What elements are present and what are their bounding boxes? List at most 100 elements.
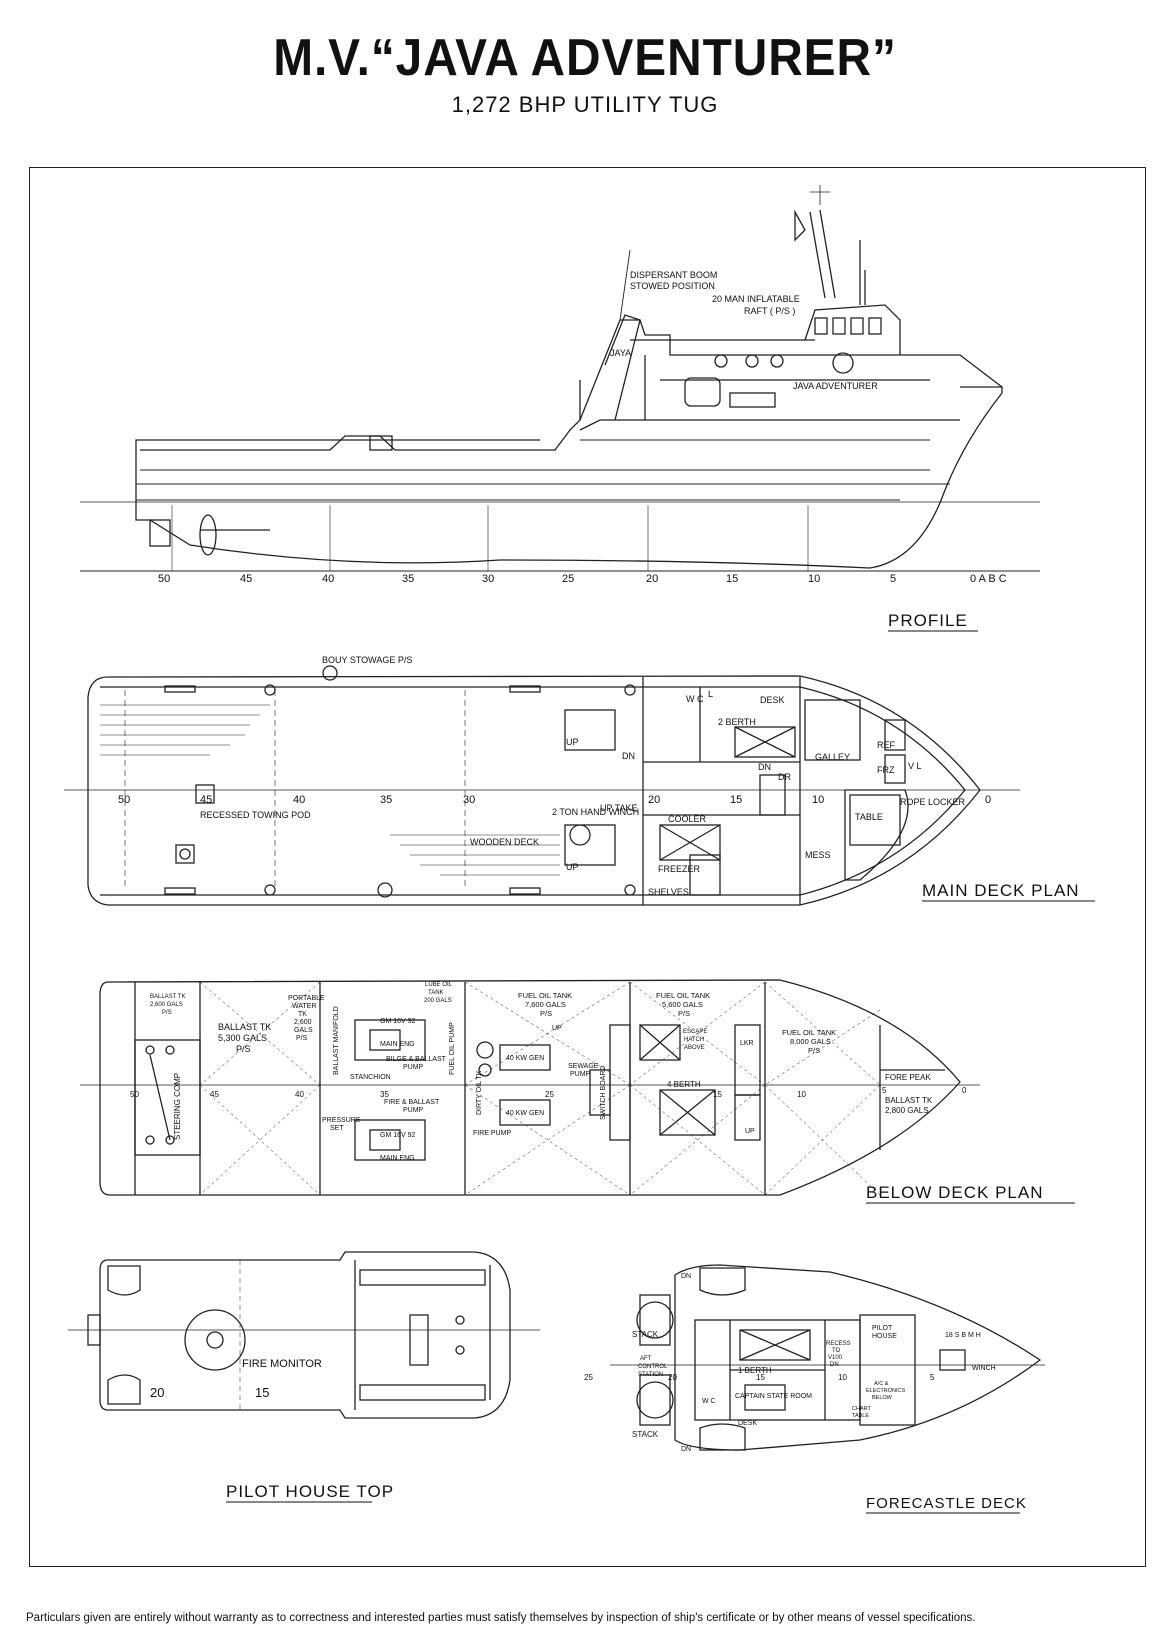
- fc-label: CONTROL: [638, 1364, 668, 1370]
- fc-label: ELECTRONICS: [866, 1388, 905, 1394]
- fc-label: WINCH: [972, 1365, 996, 1372]
- main-frame: 30: [463, 794, 475, 806]
- main-label: WOODEN DECK: [470, 837, 539, 847]
- forecastle-drawing: [610, 1264, 1045, 1451]
- main-label: UP TAKE: [600, 803, 638, 813]
- below-label: GALS: [294, 1027, 313, 1034]
- fc-label: RECESS: [826, 1341, 851, 1347]
- disclaimer-footer: Particulars given are entirely without w…: [26, 1612, 976, 1624]
- below-label: FUEL OIL PUMP: [449, 1022, 456, 1075]
- fc-label: CHART: [852, 1406, 871, 1412]
- pilot-house-text: FIRE MONITOR 20 15 PILOT HOUSE TOP: [150, 1358, 394, 1503]
- profile-label-funnel: JAYA: [610, 348, 631, 358]
- profile-frame: 10: [808, 573, 820, 585]
- fc-label: W C: [702, 1398, 716, 1405]
- below-label: 2,600 GALS: [150, 1002, 183, 1008]
- below-label: PRESSURE: [322, 1117, 361, 1124]
- below-label: FUEL OIL TANK: [656, 991, 710, 1000]
- below-label: TK: [298, 1011, 307, 1018]
- profile-label-boom: DISPERSANT BOOM: [630, 270, 717, 280]
- main-label: GALLEY: [815, 752, 850, 762]
- fc-frame: 10: [838, 1373, 847, 1382]
- pilot-top-frame: 15: [255, 1385, 269, 1400]
- below-label: 40 KW GEN: [506, 1110, 544, 1117]
- below-label: 8,000 GALS: [790, 1037, 831, 1046]
- below-frame: 25: [545, 1090, 554, 1099]
- main-frame: 50: [118, 794, 130, 806]
- main-frame: 20: [648, 794, 660, 806]
- main-label: RECESSED TOWING POD: [200, 810, 311, 820]
- profile-frame: 15: [726, 573, 738, 585]
- below-label: BILGE & BALLAST: [386, 1056, 447, 1063]
- below-label: 5,300 GALS: [218, 1033, 267, 1043]
- profile-frame: 0 A B C: [970, 573, 1007, 585]
- fc-label: DN: [681, 1446, 691, 1453]
- fc-frame: 20: [668, 1373, 677, 1382]
- main-label: DN: [758, 762, 771, 772]
- main-label: W C: [686, 694, 704, 704]
- section-title-below-deck: BELOW DECK PLAN: [866, 1183, 1044, 1202]
- profile-label-raft2: RAFT ( P/S ): [744, 306, 795, 316]
- below-label: STANCHION: [350, 1074, 391, 1081]
- main-label: SHELVES: [648, 887, 689, 897]
- below-label: 4 BERTH: [667, 1080, 701, 1089]
- below-label: LKR: [740, 1040, 754, 1047]
- profile-frame: 50: [158, 573, 170, 585]
- main-label: UP: [566, 862, 579, 872]
- main-label: UP: [566, 737, 579, 747]
- below-label: STEERING COMP: [173, 1073, 182, 1140]
- profile-label-name: JAVA ADVENTURER: [793, 381, 878, 391]
- profile-label-boom2: STOWED POSITION: [630, 281, 715, 291]
- below-label: FIRE & BALLAST: [384, 1099, 440, 1106]
- fc-label: CAPTAIN STATE ROOM: [735, 1393, 812, 1400]
- below-label: FORE PEAK: [885, 1073, 931, 1082]
- main-label: DR: [778, 772, 791, 782]
- below-label: P/S: [678, 1009, 690, 1018]
- below-label: GM 16V 92: [380, 1132, 416, 1139]
- below-label: SEWAGE: [568, 1063, 599, 1070]
- main-label: COOLER: [668, 814, 707, 824]
- fc-label: STATION: [638, 1372, 663, 1378]
- below-label: BALLAST TK: [885, 1096, 933, 1105]
- below-label: FUEL OIL TANK: [518, 991, 572, 1000]
- below-frame: 35: [380, 1090, 389, 1099]
- main-deck-drawing: [64, 665, 1020, 906]
- section-title-profile: PROFILE: [888, 611, 968, 630]
- below-label: TANK: [428, 990, 444, 996]
- below-label: P/S: [808, 1046, 820, 1055]
- pilot-top-frame: 20: [150, 1385, 164, 1400]
- section-title-forecastle: FORECASTLE DECK: [866, 1495, 1027, 1512]
- below-frame: 0: [962, 1086, 967, 1095]
- below-frame: 50: [130, 1090, 139, 1099]
- fc-label: HOUSE: [872, 1333, 897, 1340]
- section-title-pilot-house-top: PILOT HOUSE TOP: [226, 1482, 394, 1501]
- below-label: 200 GALS: [424, 998, 452, 1004]
- below-deck-text: BALLAST TK 2,600 GALS P/S STEERING COMP …: [130, 982, 1075, 1204]
- below-label: P/S: [540, 1009, 552, 1018]
- below-label: MAIN ENG: [380, 1041, 415, 1048]
- profile-frame: 35: [402, 573, 414, 585]
- forecastle-text: DN STACK STACK AFT CONTROL STATION 1 BER…: [584, 1273, 1027, 1514]
- main-frame: 45: [200, 794, 212, 806]
- fc-frame: 25: [584, 1373, 593, 1382]
- fc-label: 1 BERTH: [738, 1366, 772, 1375]
- pilot-top-label: FIRE MONITOR: [242, 1358, 322, 1370]
- fc-label: DN: [830, 1362, 839, 1368]
- profile-frame: 20: [646, 573, 658, 585]
- below-label: UP: [745, 1128, 755, 1135]
- main-label: DESK: [760, 695, 785, 705]
- below-label: FIRE PUMP: [473, 1130, 511, 1137]
- profile-drawing: [80, 185, 1040, 572]
- below-deck-drawing: [80, 979, 980, 1196]
- profile-frame: 45: [240, 573, 252, 585]
- page-title: M.V.“JAVA ADVENTURER”: [273, 29, 897, 87]
- main-label: FREEZER: [658, 864, 701, 874]
- below-label: PORTABLE: [288, 995, 325, 1002]
- main-label: 2 TON HAND WINCH: [552, 807, 639, 817]
- fc-label: PILOT: [872, 1325, 893, 1332]
- main-label: MESS: [805, 850, 831, 860]
- profile-label-raft: 20 MAN INFLATABLE: [712, 294, 800, 304]
- below-label: PUMP: [403, 1107, 424, 1114]
- profile-frame: 40: [322, 573, 334, 585]
